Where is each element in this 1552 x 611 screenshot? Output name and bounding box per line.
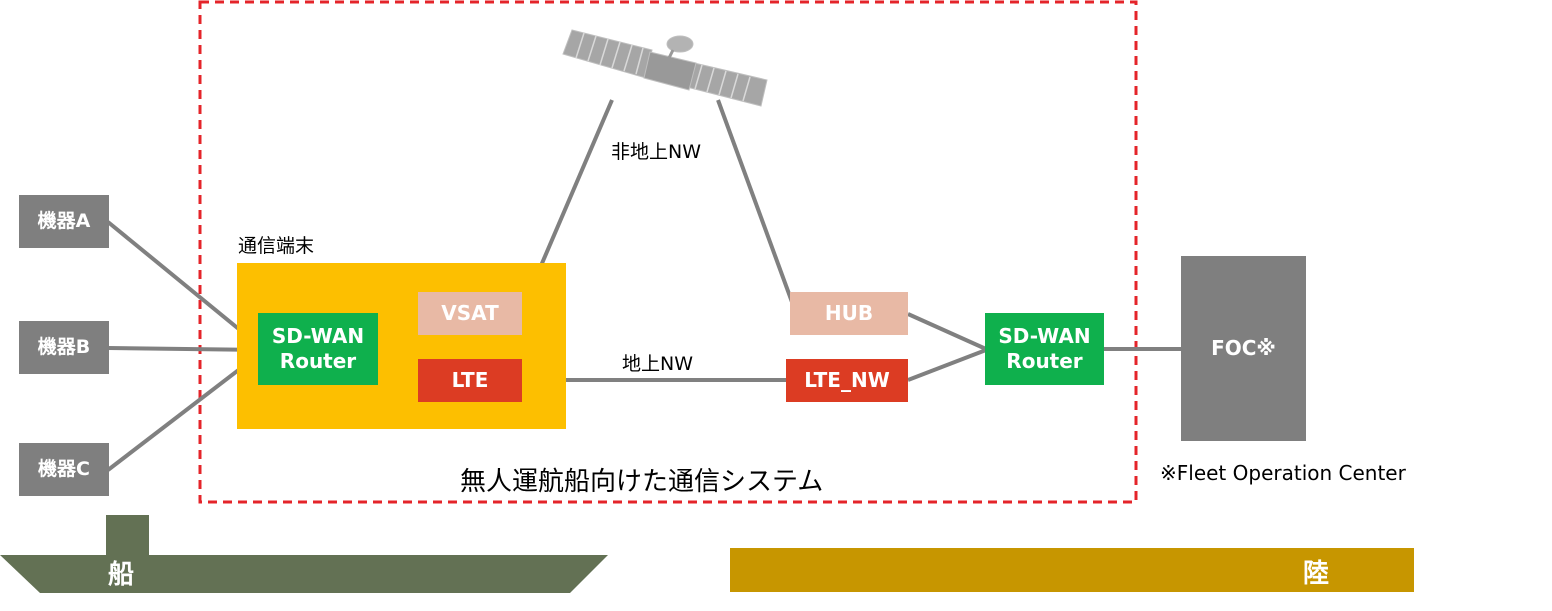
device-a-box: 機器A: [19, 195, 109, 248]
foc-box: FOC※: [1181, 256, 1306, 441]
ship-label: 船: [108, 560, 135, 590]
device-c-label: 機器C: [38, 457, 90, 480]
hub-box: HUB: [790, 292, 908, 335]
satellite-icon: [562, 29, 768, 107]
link-device-a-router: [106, 220, 264, 350]
terminal-label: 通信端末: [238, 235, 315, 257]
foc-note: ※Fleet Operation Center: [1160, 461, 1406, 485]
land-band: [730, 548, 1414, 592]
ship-sdwan-router: SD-WAN Router: [258, 313, 378, 385]
land-sdwan-router: SD-WAN Router: [985, 313, 1104, 385]
system-boundary: [198, 0, 1138, 504]
device-b-label: 機器B: [37, 335, 91, 358]
ship-sdwan-router-label: SD-WAN Router: [271, 324, 365, 373]
link-device-c-router: [106, 350, 264, 472]
link-ltenw-router: [907, 348, 987, 382]
lte-box: LTE: [418, 359, 522, 402]
lte-label: LTE: [451, 368, 489, 392]
hub-label: HUB: [824, 301, 874, 325]
device-a-label: 機器A: [37, 209, 91, 232]
foc-label: FOC※: [1211, 336, 1276, 360]
lte-nw-label: LTE_NW: [804, 368, 890, 392]
link-hub-router: [907, 312, 987, 351]
link-satellite-hub: [716, 99, 794, 303]
lte-nw-box: LTE_NW: [786, 359, 908, 402]
ship-band: [0, 515, 608, 593]
land-sdwan-router-label: SD-WAN Router: [998, 324, 1091, 373]
vsat-box: VSAT: [418, 292, 522, 335]
vsat-label: VSAT: [441, 301, 499, 325]
device-b-box: 機器B: [19, 321, 109, 374]
terrestrial-nw-label: 地上NW: [622, 353, 693, 375]
non-terrestrial-nw-label: 非地上NW: [611, 141, 701, 163]
system-title: 無人運航船向けた通信システム: [460, 467, 824, 497]
land-label: 陸: [1303, 559, 1330, 589]
device-c-box: 機器C: [19, 443, 109, 496]
link-device-b-router: [107, 346, 263, 352]
